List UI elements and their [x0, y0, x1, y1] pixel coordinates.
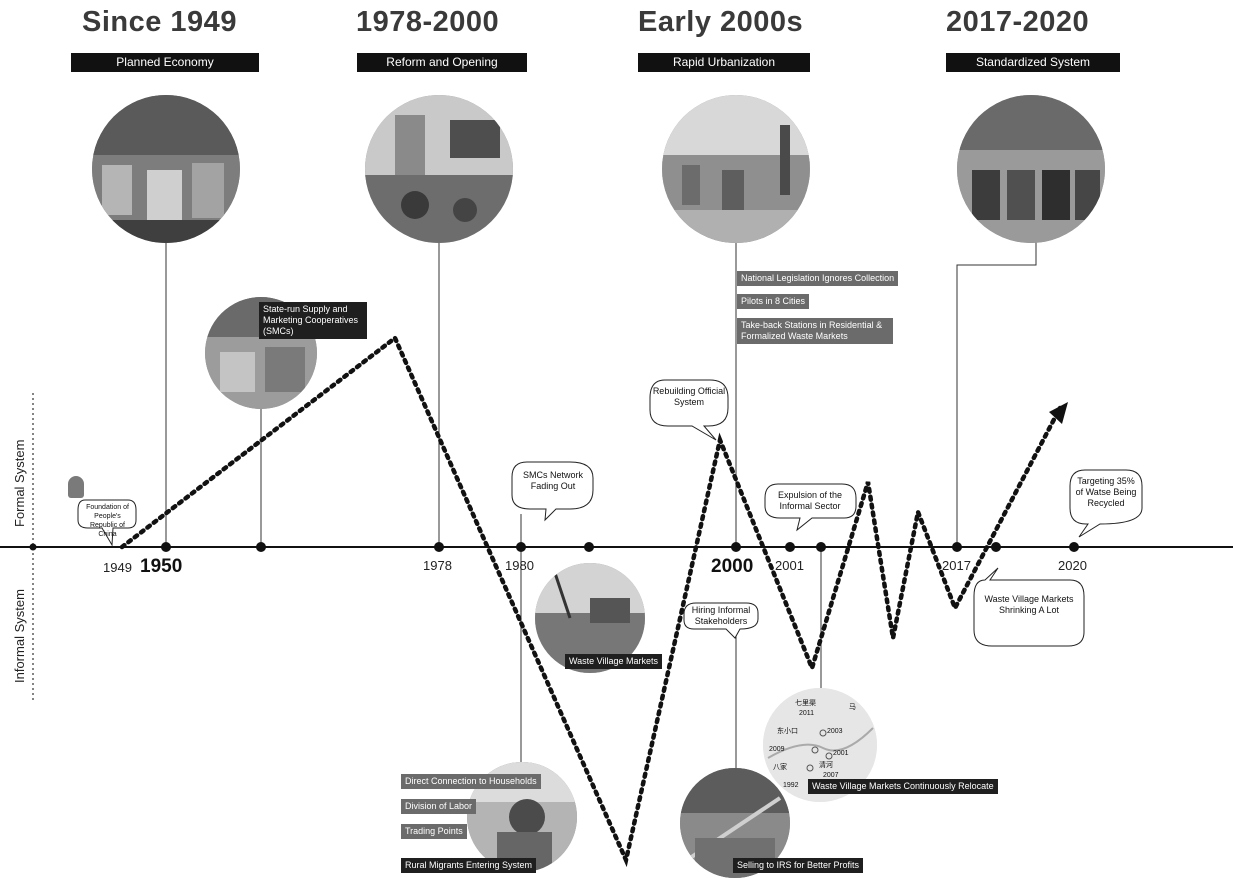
tag-take-back-stations: Take-back Stations in Residential & Form…	[737, 318, 893, 344]
tag-direct-connection: Direct Connection to Households	[401, 774, 541, 789]
map-year-2001: 2001	[833, 750, 849, 757]
tag-waste-village-markets: Waste Village Markets	[565, 654, 663, 669]
photo-reform-street	[365, 95, 513, 243]
bubble-prc-foundation: Foundation of People's Republic of China	[86, 504, 129, 538]
photo-urban-skyline	[662, 95, 810, 243]
tag-rural-migrants: Rural Migrants Entering System	[401, 858, 537, 873]
year-1950: 1950	[140, 556, 183, 577]
year-1980: 1980	[505, 558, 534, 573]
tag-continuously-relocate: Waste Village Markets Continuously Reloc…	[808, 779, 998, 794]
era-title-1949: Since 1949	[82, 6, 237, 38]
portrait-founding	[68, 476, 84, 498]
trend-arrow-head	[1049, 402, 1068, 424]
formal-system-label: Formal System	[12, 439, 27, 527]
era-title-1978-2000: 1978-2000	[356, 6, 500, 38]
era-label-planned-economy: Planned Economy	[71, 53, 259, 72]
photo-sorting-bins	[957, 95, 1105, 243]
map-place-dongxiaokou: 东小口	[777, 728, 798, 735]
map-year-1992: 1992	[783, 782, 799, 789]
year-2020: 2020	[1058, 558, 1087, 573]
map-place-bajia: 八家	[773, 764, 787, 771]
bubble-targeting-35: Targeting 35% of Watse Being Recycled	[1075, 476, 1137, 508]
informal-system-label: Informal System	[12, 589, 27, 683]
map-year-2007: 2007	[823, 772, 839, 779]
era-title-early-2000s: Early 2000s	[638, 6, 804, 38]
map-year-2011: 2011	[799, 710, 815, 717]
era-label-rapid-urbanization: Rapid Urbanization	[638, 53, 810, 72]
era-label-standardized-system: Standardized System	[946, 53, 1120, 72]
tag-trading-points: Trading Points	[401, 824, 467, 839]
map-year-2003: 2003	[827, 728, 843, 735]
map-place-qinghe: 清河	[819, 762, 833, 769]
photo-planned-economy-store	[92, 95, 240, 243]
map-place-qiliqu: 七里渠	[795, 700, 816, 707]
year-1949: 1949	[103, 560, 132, 575]
trend-line	[119, 334, 1063, 868]
map-place-ma: 马	[849, 704, 856, 711]
tag-selling-to-irs: Selling to IRS for Better Profits	[733, 858, 864, 873]
tag-smcs: State-run Supply and Marketing Cooperati…	[259, 302, 367, 339]
year-1978: 1978	[423, 558, 452, 573]
bubble-smcs-fading: SMCs Network Fading Out	[522, 470, 583, 491]
year-2000: 2000	[711, 556, 754, 577]
bubble-hiring-informal: Hiring Informal Stakeholders	[691, 605, 751, 626]
map-year-2009: 2009	[769, 746, 785, 753]
era-title-2017-2020: 2017-2020	[946, 6, 1090, 38]
tag-division-of-labor: Division of Labor	[401, 799, 477, 814]
tag-pilots-8-cities: Pilots in 8 Cities	[737, 294, 810, 309]
era-label-reform-opening: Reform and Opening	[357, 53, 527, 72]
bubble-expulsion-informal: Expulsion of the Informal Sector	[777, 490, 843, 511]
year-2001: 2001	[775, 558, 804, 573]
bubble-rebuilding-official: Rebuilding Official System	[652, 386, 726, 407]
year-2017: 2017	[942, 558, 971, 573]
tag-national-legislation: National Legislation Ignores Collection	[737, 271, 899, 286]
bubble-waste-shrinking: Waste Village Markets Shrinking A Lot	[984, 594, 1074, 615]
